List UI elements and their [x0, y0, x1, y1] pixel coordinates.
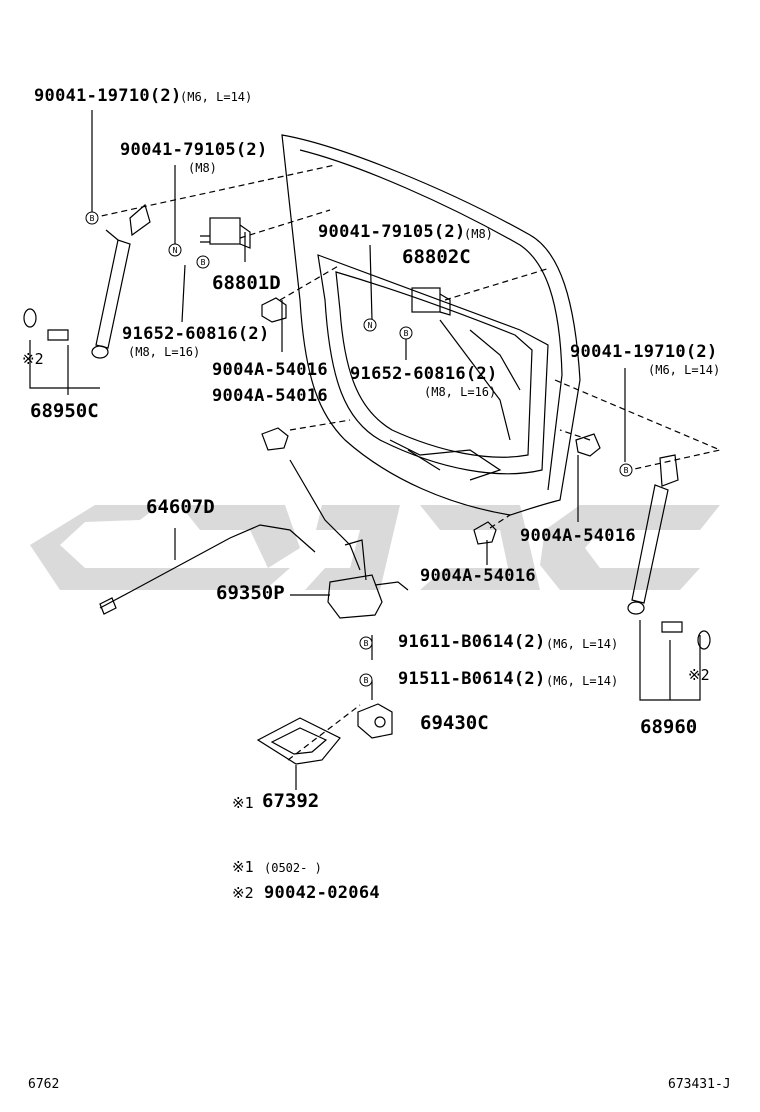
callout-bolt-hinge-center-spec: (M8, L=16)	[424, 385, 497, 399]
callout-screw-lock-spec: (M6, L=14)	[546, 637, 619, 651]
bolt-symbol: B	[364, 639, 369, 648]
mark-2-right: ※2	[688, 666, 710, 684]
callout-nut-left: 90041-79105(2)	[120, 140, 268, 160]
callout-nut-left-spec: (M8)	[188, 161, 217, 175]
callout-bolt-top-left-spec: (M6, L=14)	[180, 90, 253, 104]
callout-bolt-hinge-center: 91652-60816(2)	[350, 364, 498, 384]
bolt-symbol: B	[90, 214, 95, 223]
callout-screw-striker: 91511-B0614(2)	[398, 669, 546, 689]
back-door-outline	[281, 134, 581, 516]
callout-nut-center-spec: (M8)	[464, 227, 493, 241]
footer-figure-id: 673431-J	[668, 1077, 731, 1092]
bolt-symbol: B	[624, 466, 629, 475]
mark-1: ※1	[232, 794, 254, 812]
callout-stay-left: 68950C	[30, 400, 99, 422]
callout-lock: 69350P	[216, 582, 285, 604]
callout-screw-striker-spec: (M6, L=14)	[546, 674, 619, 688]
callout-stay-right: 68960	[640, 716, 698, 738]
callout-bumper-4: 9004A-54016	[420, 566, 536, 586]
callout-plate: 67392	[262, 790, 320, 812]
bolt-symbol: B	[404, 329, 409, 338]
callout-bolt-top-left: 90041-19710(2)	[34, 86, 182, 106]
mark-2-left: ※2	[22, 350, 44, 368]
callout-bumper-3: 9004A-54016	[520, 526, 636, 546]
callout-bolt-top-right: 90041-19710(2)	[570, 342, 718, 362]
left-stay-body	[95, 239, 131, 349]
callout-nut-center: 90041-79105(2)	[318, 222, 466, 242]
callout-bumper-1: 9004A-54016	[212, 360, 328, 380]
note-1-mark: ※1	[232, 858, 254, 876]
callout-bumper-2: 9004A-54016	[212, 386, 328, 406]
nut-symbol: N	[173, 246, 178, 255]
callout-hinge-right: 68802C	[402, 246, 471, 268]
note-2-text: 90042-02064	[264, 883, 380, 903]
callout-striker: 69430C	[420, 712, 489, 734]
watermark-logo	[30, 505, 720, 590]
callout-hinge-left: 68801D	[212, 272, 281, 294]
callout-screw-lock: 91611-B0614(2)	[398, 632, 546, 652]
callout-cable: 64607D	[146, 496, 215, 518]
bolt-symbol: B	[201, 258, 206, 267]
bolt-symbol: B	[364, 676, 369, 685]
footer-page-id: 6762	[28, 1077, 60, 1092]
nut-symbol: N	[368, 321, 373, 330]
note-1-text: (0502- )	[264, 861, 322, 875]
note-2-mark: ※2	[232, 884, 254, 902]
lock-body	[327, 574, 383, 619]
plate-outline	[256, 717, 341, 765]
callout-bolt-top-right-spec: (M6, L=14)	[648, 363, 721, 377]
callout-bolt-hinge-left-spec: (M8, L=16)	[128, 345, 201, 359]
callout-bolt-hinge-left: 91652-60816(2)	[122, 324, 270, 344]
right-stay-body	[631, 484, 669, 604]
cable-line	[99, 524, 316, 609]
